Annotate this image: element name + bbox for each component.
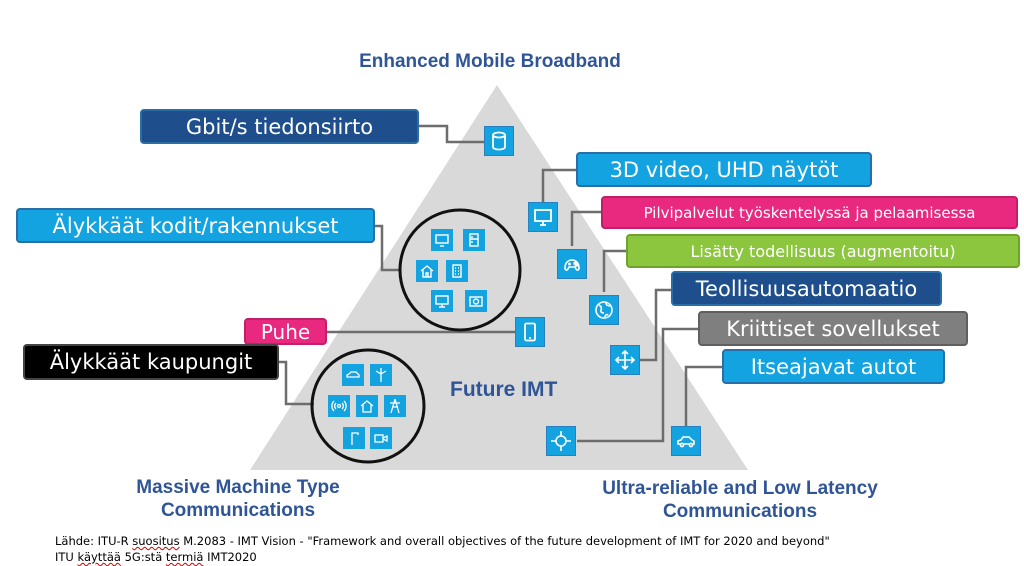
- future-imt-title: Future IMT: [450, 378, 558, 401]
- connector-industry: [640, 288, 672, 362]
- label-smart-home: Älykkäät kodit/rakennukset: [16, 208, 375, 243]
- car-icon: [671, 426, 701, 456]
- source-line-1: Lähde: ITU-R suositus M.2083 - IMT Visio…: [55, 533, 830, 549]
- crosshair-icon: [546, 426, 576, 456]
- connector-selfdriving: [684, 365, 723, 426]
- grid-tower-icon: [384, 395, 406, 417]
- itu-mid: 5G:stä: [120, 550, 166, 564]
- corner-left-line2: Communications: [160, 500, 316, 521]
- building-icon: [446, 260, 468, 282]
- gamepad-icon: [557, 249, 587, 279]
- corner-left-line1: Massive Machine Type: [136, 477, 340, 498]
- connector-smart-city: [278, 360, 314, 406]
- database-icon: [484, 126, 514, 156]
- monitor-icon: [528, 202, 558, 232]
- itu-underlined-2: termiä: [165, 550, 204, 564]
- corner-right-line2: Communications: [662, 501, 818, 522]
- connector-smart-home: [374, 224, 400, 272]
- corner-left-title: Massive Machine Type Communications: [100, 476, 376, 522]
- connector-critical: [577, 327, 699, 443]
- house-icon: [416, 260, 438, 282]
- itu-prefix: ITU: [55, 550, 78, 564]
- signal-icon: [328, 395, 350, 417]
- connector-pilvi: [570, 210, 602, 246]
- arrows-icon: [610, 345, 640, 375]
- label-industry-automation: Teollisuusautomaatio: [671, 271, 942, 306]
- tv-icon: [431, 229, 453, 251]
- label-self-driving: Itseajavat autot: [722, 349, 945, 384]
- label-augmented-reality: Lisätty todellisuus (augmentoitu): [626, 234, 1020, 268]
- label-3d-video: 3D video, UHD näytöt: [576, 152, 872, 187]
- label-critical-apps: Kriittiset sovellukset: [698, 311, 968, 346]
- phone-icon: [515, 317, 545, 347]
- corner-top-title: Enhanced Mobile Broadband: [359, 51, 621, 72]
- label-gbit: Gbit/s tiedonsiirto: [140, 109, 419, 144]
- wind-turbine-icon: [370, 364, 392, 386]
- screen-icon: [431, 290, 453, 312]
- corner-right-line1: Ultra-reliable and Low Latency: [602, 478, 878, 499]
- corner-right-title: Ultra-reliable and Low Latency Communica…: [565, 477, 915, 523]
- city-house-icon: [356, 395, 378, 417]
- source-line-2: ITU käyttää 5G:stä termiä IMT2020: [55, 549, 830, 565]
- smart-home-cluster: [398, 208, 522, 332]
- fridge-icon: [463, 229, 485, 251]
- source-rest: M.2083 - IMT Vision - "Framework and ove…: [179, 534, 830, 548]
- itu-underlined-1: käyttää: [77, 550, 121, 564]
- smart-city-cluster: [310, 348, 426, 464]
- connector-lines: [278, 124, 723, 443]
- connector-video3d: [541, 168, 576, 202]
- connector-gbit: [418, 124, 484, 144]
- label-smart-city: Älykkäät kaupungit: [23, 344, 279, 380]
- video-camera-icon: [370, 427, 392, 449]
- camera-icon: [465, 290, 487, 312]
- label-puhe: Puhe: [244, 318, 327, 345]
- city-car-icon: [342, 364, 364, 386]
- globe-icon: [589, 295, 619, 325]
- itu-rest: IMT2020: [203, 550, 257, 564]
- label-cloud-gaming: Pilvipalvelut työskentelyssä ja pelaamis…: [601, 196, 1018, 229]
- street-light-icon: [343, 427, 365, 449]
- source-prefix: Lähde: ITU-R: [55, 534, 133, 548]
- source-note: Lähde: ITU-R suositus M.2083 - IMT Visio…: [55, 533, 830, 565]
- source-underlined-word: suositus: [132, 534, 180, 548]
- connector-ar: [602, 249, 627, 292]
